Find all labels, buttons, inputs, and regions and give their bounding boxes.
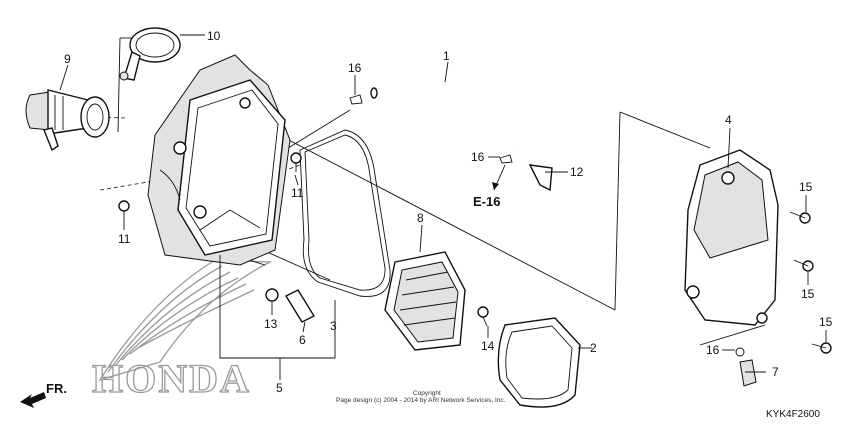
drain-tube-part-6: [285, 289, 315, 323]
callout-9: 9: [64, 52, 71, 66]
callout-16-bottom: 16: [706, 343, 720, 357]
grommet-part-13: [265, 288, 279, 302]
clip-16-bottom: [735, 347, 745, 357]
callout-16-top: 16: [348, 61, 362, 75]
clip-16-top: [349, 94, 363, 105]
intake-funnel-part: [25, 89, 110, 152]
callout-7: 7: [772, 365, 779, 379]
callout-3: 3: [330, 319, 337, 333]
callout-15-top: 15: [799, 180, 813, 194]
bolt-15-top: [789, 211, 811, 224]
callout-11-upper: 11: [291, 186, 304, 200]
front-direction-arrow: [20, 392, 46, 408]
outer-cover-part: [684, 149, 779, 326]
callout-12: 12: [570, 165, 584, 179]
case-gasket-part: [299, 129, 391, 297]
bolt-11-upper: [290, 152, 302, 172]
callout-leader-lines: [59, 34, 827, 380]
bolt-15-bottom: [811, 342, 832, 354]
callout-14: 14: [481, 339, 495, 353]
filter-cover-part: [497, 317, 581, 408]
diagram-code: KYK4F2600: [766, 409, 820, 420]
callout-5: 5: [276, 381, 283, 395]
bolt-15-middle: [793, 259, 814, 272]
clamp-band-part: [119, 27, 181, 81]
callout-11-lower: 11: [118, 232, 131, 246]
bolt-14: [477, 306, 489, 327]
section-reference: E-16: [473, 194, 500, 209]
callout-16-middle: 16: [471, 150, 485, 164]
callout-2: 2: [590, 341, 597, 355]
bolt-11-lower: [118, 200, 130, 220]
air-filter-element-part: [384, 251, 466, 351]
copyright-line: Page design (c) 2004 - 2014 by ARI Netwo…: [336, 397, 506, 404]
breather-tube-part: [370, 75, 526, 151]
callout-1: 1: [443, 49, 450, 63]
copyright-title: Copyright: [413, 390, 441, 397]
air-cleaner-case-part: [147, 54, 291, 266]
front-arrow-label: FR.: [46, 381, 67, 396]
callout-6: 6: [299, 333, 306, 347]
callout-4: 4: [725, 113, 732, 127]
honda-wing-watermark: [98, 259, 273, 382]
clip-16-middle: [499, 154, 513, 164]
callout-13: 13: [264, 317, 278, 331]
callout-10: 10: [207, 29, 221, 43]
honda-watermark-text: HONDA: [92, 356, 251, 401]
reference-arrow: [492, 164, 506, 191]
drain-plug-part-7: [739, 359, 757, 387]
tube-holder-clip-part: [528, 164, 553, 192]
callout-15-middle: 15: [801, 287, 815, 301]
callout-15-bottom: 15: [819, 315, 833, 329]
callout-8: 8: [417, 211, 424, 225]
